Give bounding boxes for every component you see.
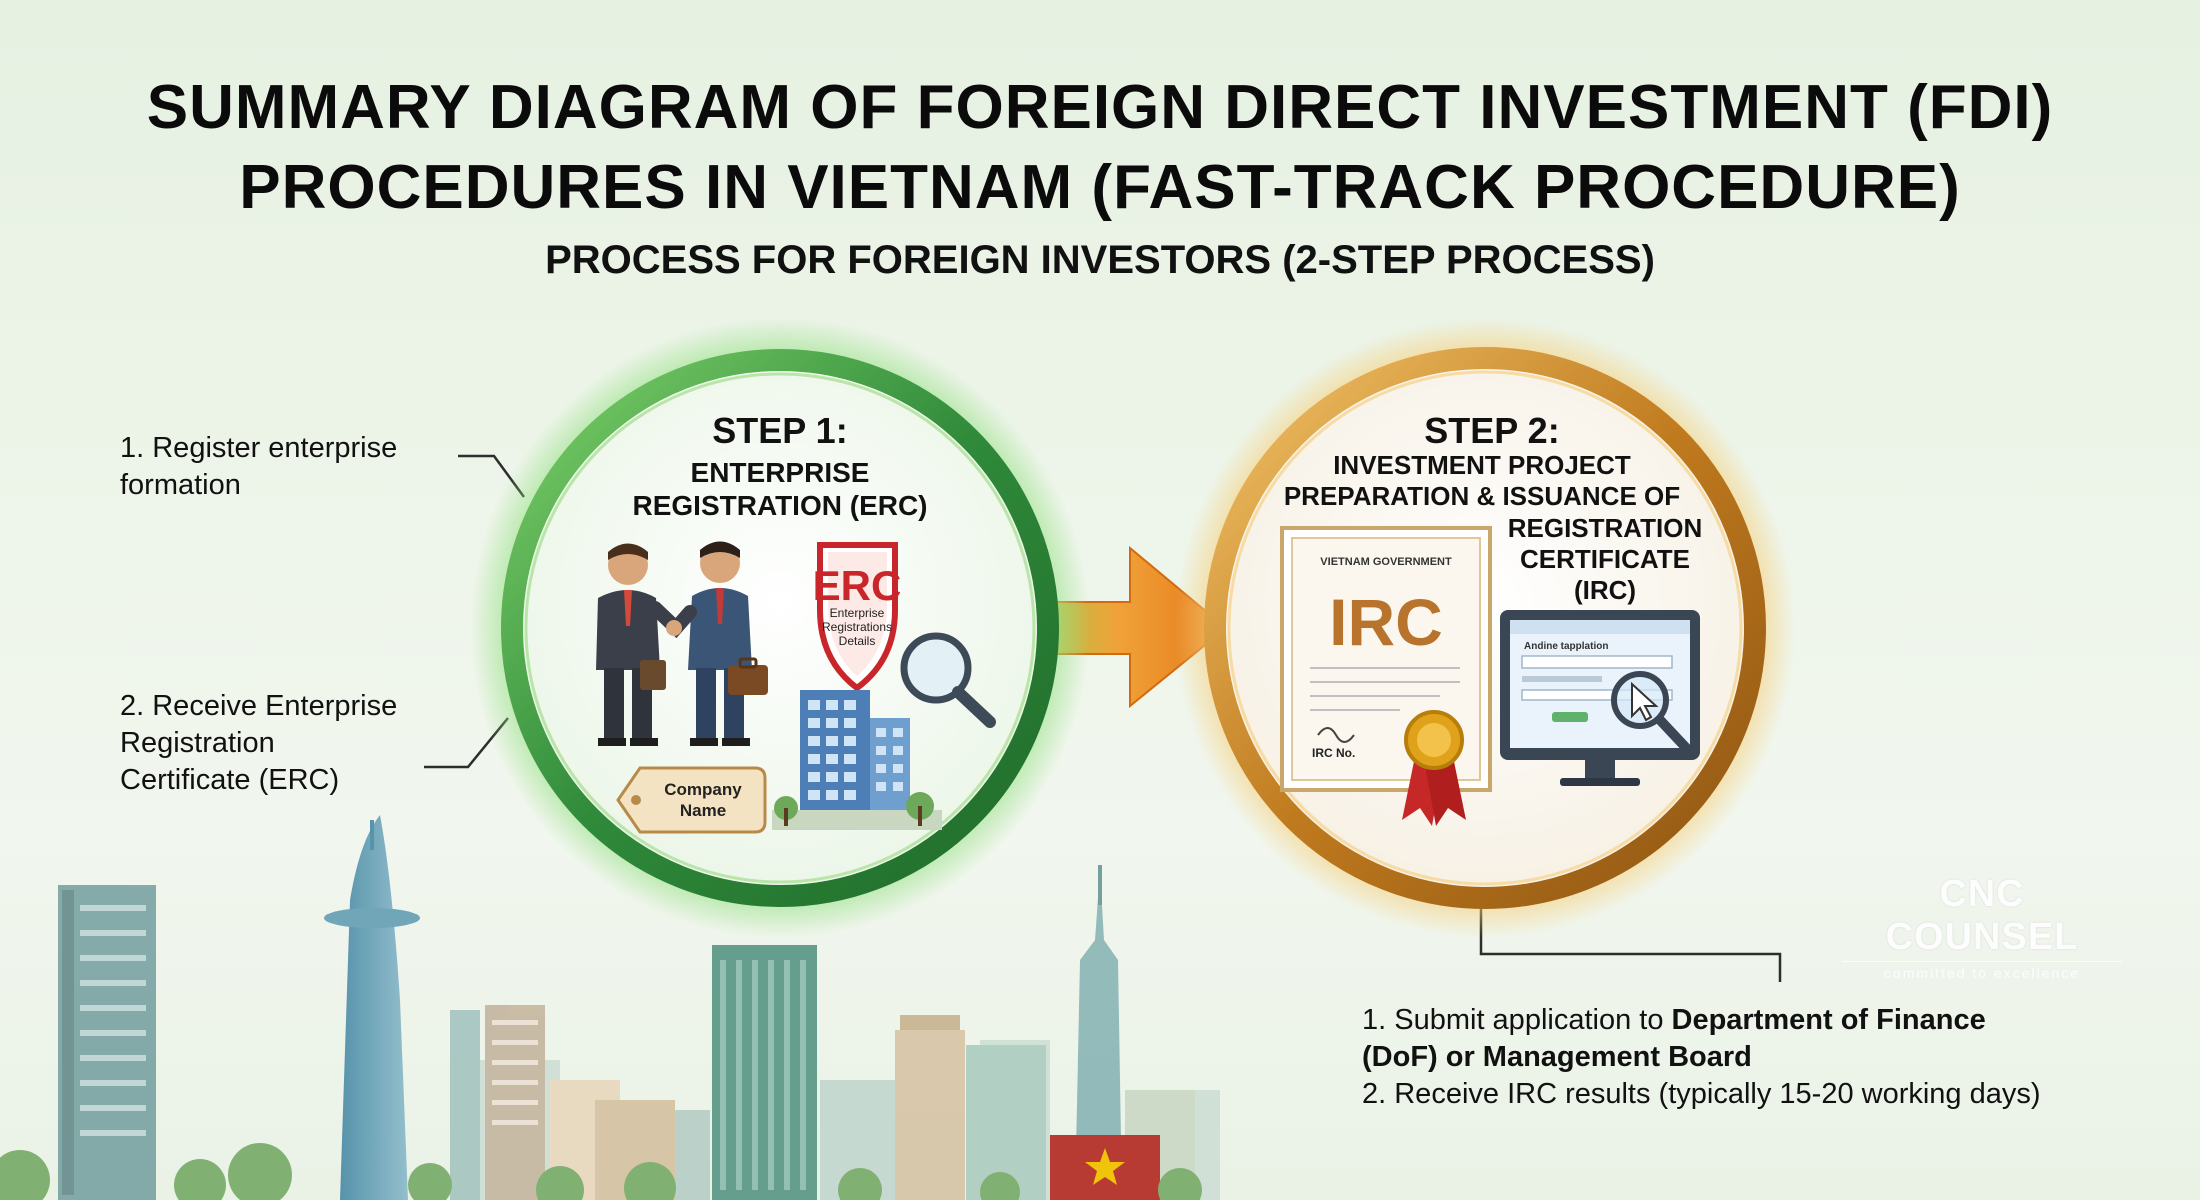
- brand-tagline: committed to excellence: [1842, 961, 2122, 981]
- certificate-header: VIETNAM GOVERNMENT: [1320, 556, 1452, 568]
- step2-subtitle-line-3: REGISTRATION: [1507, 513, 1703, 543]
- step2-note-line-2-bold: (DoF) or Management Board: [1362, 1041, 1752, 1073]
- seal-icon: [1402, 710, 1466, 826]
- title-line-2: PROCEDURES IN VIETNAM (FAST-TRACK PROCED…: [239, 153, 1961, 222]
- step2-note-line-1-bold: Department of Finance: [1671, 1004, 1986, 1036]
- cursor-icon: [1611, 671, 1695, 757]
- shield-line-3: Details: [839, 634, 876, 648]
- shield-icon: [817, 542, 898, 692]
- step1-note-2-line-3: Certificate (ERC): [120, 764, 340, 796]
- step2-note-line-3: 2. Receive IRC results (typically 15-20 …: [1362, 1078, 2041, 1110]
- monitor-line-1: Andine tapplation: [1524, 641, 1608, 652]
- certificate-icon: [1280, 526, 1492, 792]
- step1-heading: STEP 1: ENTERPRISE REGISTRATION (ERC): [560, 410, 1000, 522]
- step1-note-1-line-1: 1. Register enterprise: [120, 432, 398, 464]
- subtitle: PROCESS FOR FOREIGN INVESTORS (2-STEP PR…: [545, 238, 1655, 282]
- step2-subtitle-line-5: (IRC): [1573, 575, 1637, 605]
- title-line-1: SUMMARY DIAGRAM OF FOREIGN DIRECT INVEST…: [146, 73, 2054, 142]
- step1-note-2-line-2: Registration: [120, 727, 275, 759]
- city-skyline: [0, 815, 1220, 1200]
- step1-note-1: 1. Register enterprise formation: [120, 430, 460, 504]
- handshake-icon: [596, 541, 752, 746]
- brand-watermark: CNC COUNSEL committed to excellence: [1842, 873, 2122, 981]
- tag-line-1: Company: [664, 780, 742, 799]
- step2-subtitle-line-2: PREPARATION & ISSUANCE OF: [1283, 481, 1681, 511]
- step1-subtitle-line-1: ENTERPRISE: [690, 457, 870, 488]
- step2-note-line-1-prefix: 1. Submit application to: [1362, 1004, 1672, 1036]
- shield-line-1: Enterprise: [830, 606, 885, 620]
- shield-line-2: Registrations: [822, 620, 892, 634]
- step2-label: STEP 2:: [1424, 410, 1560, 451]
- step1-note-2-line-1: 2. Receive Enterprise: [120, 690, 398, 722]
- step1-subtitle-line-2: REGISTRATION (ERC): [632, 490, 928, 521]
- step2-heading: STEP 2:: [1262, 410, 1722, 456]
- step1-note-2: 2. Receive Enterprise Registration Certi…: [120, 688, 460, 799]
- step2-note-line-2: (DoF) or Management Board: [1362, 1039, 2182, 1076]
- monitor-icon: [1500, 610, 1700, 786]
- shield-code: ERC: [813, 562, 902, 609]
- step1-label: STEP 1:: [712, 410, 848, 451]
- brand-name: CNC COUNSEL: [1885, 873, 2079, 958]
- building-icon: [772, 690, 942, 830]
- certificate-number: IRC No.: [1312, 746, 1355, 760]
- certificate-code: IRC: [1329, 585, 1443, 659]
- step2-notes: 1. Submit application to Department of F…: [1362, 1002, 2182, 1113]
- step2-subtitle-line-1: INVESTMENT PROJECT: [1333, 450, 1631, 480]
- step1-circle: [470, 318, 1090, 938]
- briefcase-icon: [640, 657, 768, 695]
- tag-icon: [616, 766, 767, 834]
- step1-note-1-line-2: formation: [120, 469, 241, 501]
- magnifier-icon: [900, 632, 996, 728]
- star-flag-icon: [1085, 1148, 1125, 1185]
- step2-note-line-1: 1. Submit application to Department of F…: [1362, 1002, 2182, 1039]
- tag-line-2: Name: [680, 801, 726, 820]
- step2-subtitle-line-4: CERTIFICATE: [1520, 544, 1690, 574]
